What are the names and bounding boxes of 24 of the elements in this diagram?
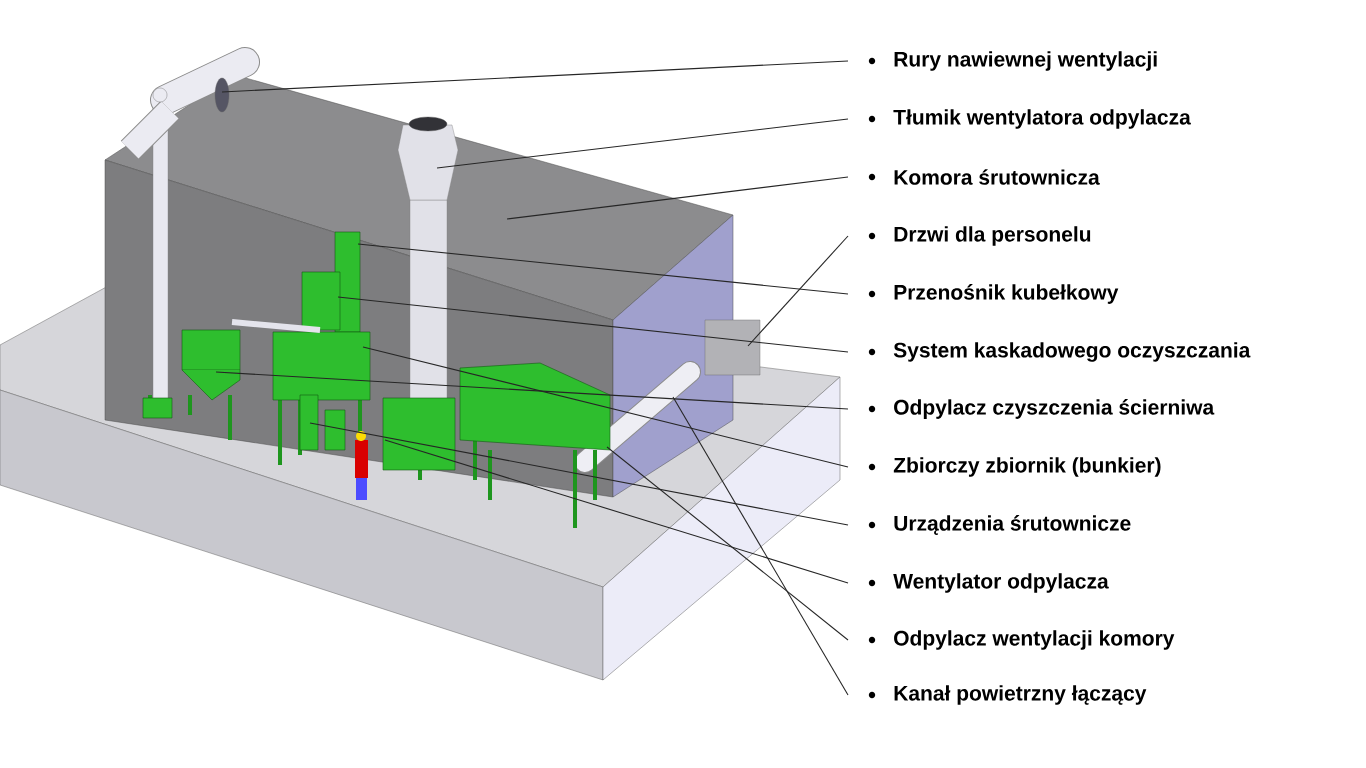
leader-line: [215, 371, 849, 410]
bullet-label: Przenośnik kubełkowy: [868, 284, 1119, 304]
leader-line: [436, 118, 849, 169]
leader-line: [357, 243, 849, 295]
bullet-label: Odpylacz czyszczenia ścierniwa: [868, 399, 1215, 419]
bullet-label: Odpylacz wentylacji komory: [868, 630, 1175, 650]
bullet-label: System kaskadowego oczyszczania: [868, 342, 1251, 362]
bullet-label: Urządzenia śrutownicze: [868, 515, 1131, 535]
bullet-label: Komora śrutownicza: [868, 169, 1100, 185]
bullet-label: Zbiorczy zbiornik (bunkier): [868, 457, 1161, 477]
leader-line: [384, 439, 849, 584]
leader-line: [747, 235, 849, 347]
bullet-label: Wentylator odpylacza: [868, 573, 1109, 593]
leader-line: [221, 60, 849, 93]
leader-line: [309, 422, 849, 526]
bullet-label: Tłumik wentylatora odpylacza: [868, 109, 1191, 129]
leader-line: [362, 346, 849, 468]
leader-line: [506, 176, 849, 220]
bullet-label: Kanał powietrzny łączący: [868, 685, 1147, 705]
leader-line: [672, 396, 849, 696]
bullet-label: Drzwi dla personelu: [868, 226, 1091, 246]
leader-line: [606, 446, 849, 641]
leader-line: [337, 296, 849, 353]
bullet-label: Rury nawiewnej wentylacji: [868, 51, 1157, 71]
